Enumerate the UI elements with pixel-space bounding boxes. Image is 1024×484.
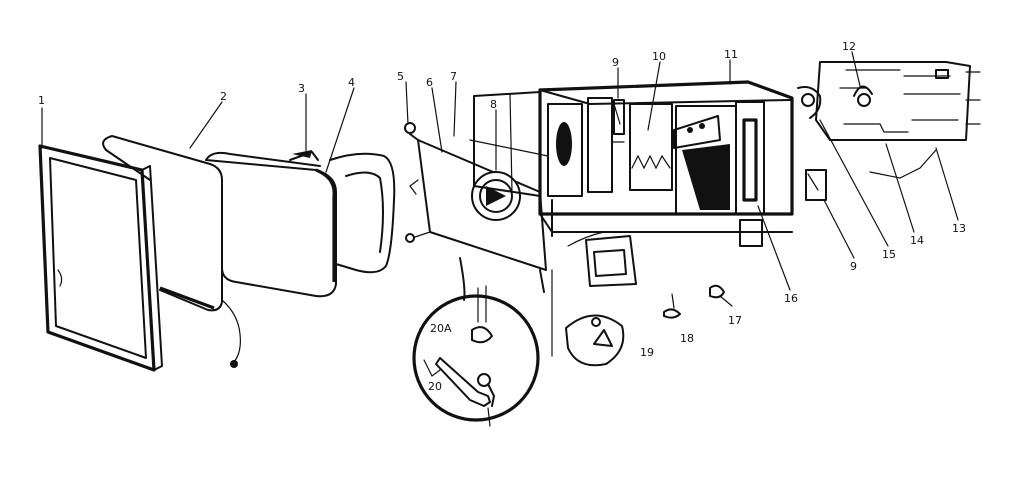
leader-lines: [41, 51, 959, 357]
callout-17: 17: [728, 314, 742, 327]
callout-2: 2: [220, 90, 227, 103]
callout-3: 3: [298, 82, 305, 95]
callout-7: 7: [450, 70, 457, 83]
callout-11: 11: [724, 48, 738, 61]
picture-tube-part: [329, 152, 396, 274]
callout-5: 5: [397, 70, 404, 83]
fastener-parts: [663, 284, 733, 319]
bracket-part: [565, 231, 637, 367]
callout-20: 20: [428, 380, 442, 393]
speaker-baffle-part: [404, 122, 549, 301]
callout-8: 8: [490, 98, 497, 111]
callout-9-right: 9: [850, 260, 857, 273]
callout-16: 16: [784, 292, 798, 305]
callout-18: 18: [680, 332, 694, 345]
callout-10: 10: [652, 50, 666, 63]
callout-9-top: 9: [612, 56, 619, 69]
callout-labels: 1 2 3 4 5 6 7 8 9 10 11 12 13 14 15 9 16…: [38, 40, 966, 393]
callout-20a: 20A: [430, 322, 452, 335]
detail-inset: [412, 285, 540, 427]
chassis-board-part: [797, 61, 981, 201]
cabinet-part: [538, 80, 794, 247]
mask-part: [205, 150, 337, 298]
callout-13: 13: [952, 222, 966, 235]
callout-15: 15: [882, 248, 896, 261]
callout-19: 19: [640, 346, 654, 359]
callout-14: 14: [910, 234, 924, 247]
callout-4: 4: [348, 76, 355, 89]
callout-6: 6: [426, 76, 433, 89]
callout-1: 1: [38, 94, 45, 107]
front-panel-part: [38, 144, 163, 372]
bezel-part: [102, 135, 241, 368]
callout-12: 12: [842, 40, 856, 53]
